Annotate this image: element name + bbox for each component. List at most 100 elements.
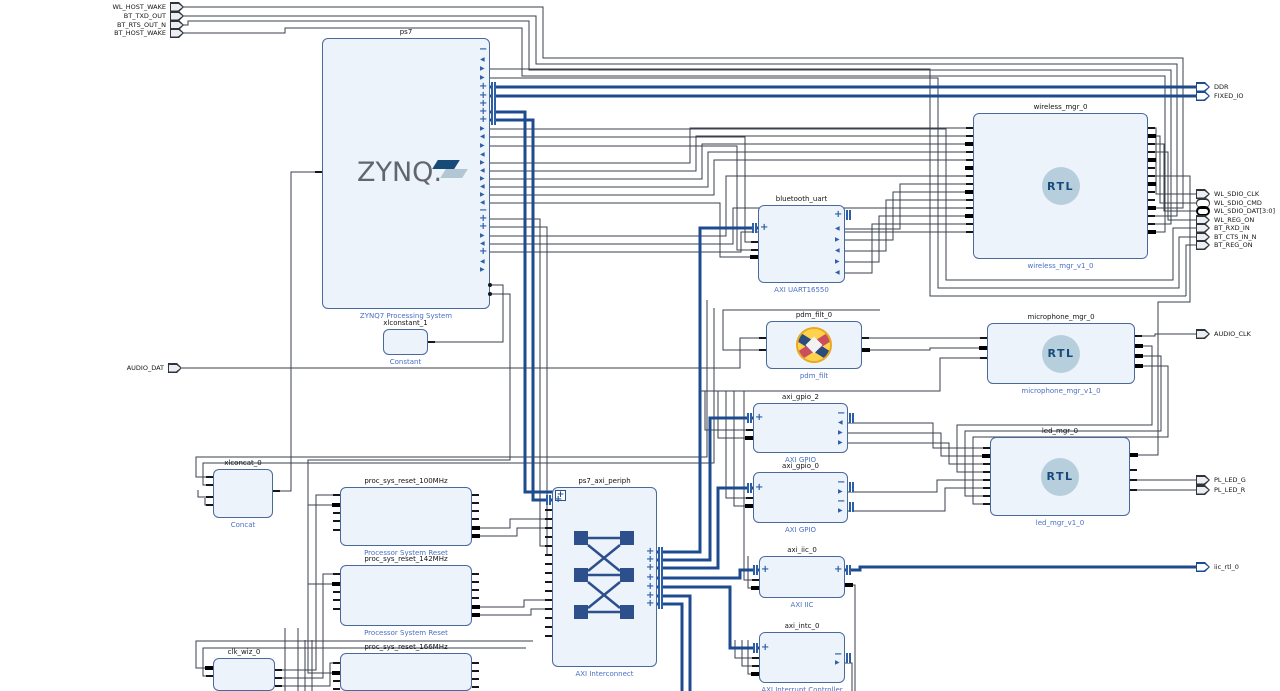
signal-wire[interactable]: [848, 487, 990, 512]
signal-wire[interactable]: [725, 391, 753, 499]
signal-wire[interactable]: [202, 308, 715, 486]
signal-wire[interactable]: [490, 207, 973, 245]
signal-wire[interactable]: [1148, 135, 1196, 204]
signal-wire[interactable]: [1130, 175, 1191, 456]
signal-wire[interactable]: [848, 479, 990, 493]
signal-wire[interactable]: [490, 127, 973, 164]
signal-wire[interactable]: [490, 135, 973, 172]
signal-wire[interactable]: [195, 640, 533, 669]
bus-wire[interactable]: [845, 565, 1196, 572]
bus-wire[interactable]: [657, 585, 759, 650]
signal-wire[interactable]: [1148, 143, 1196, 212]
signal-wire[interactable]: [490, 68, 1186, 297]
signal-wire[interactable]: [862, 347, 987, 351]
pin-expand-icon[interactable]: +: [479, 114, 488, 125]
signal-wire[interactable]: [472, 518, 552, 529]
pin-expand-icon[interactable]: +: [646, 572, 655, 583]
signal-wire[interactable]: [490, 145, 758, 251]
signal-wire[interactable]: [704, 391, 753, 431]
pin-expand-icon[interactable]: +: [760, 222, 769, 233]
signal-wire[interactable]: [490, 218, 552, 547]
pin-collapse-icon[interactable]: −: [834, 649, 843, 660]
pin-expand-icon[interactable]: +: [646, 554, 655, 565]
signal-wire[interactable]: [275, 573, 340, 679]
signal-wire[interactable]: [845, 584, 856, 691]
pin-expand-icon[interactable]: +: [761, 642, 770, 653]
external-port[interactable]: [1196, 91, 1210, 101]
signal-wire[interactable]: [964, 355, 1162, 497]
external-port[interactable]: [1196, 206, 1210, 216]
external-port[interactable]: [1196, 232, 1210, 242]
pin-expand-icon[interactable]: +: [479, 106, 488, 117]
pin-collapse-icon[interactable]: −: [837, 408, 846, 419]
pin-collapse-icon[interactable]: −: [837, 496, 846, 507]
ip-block-clk_wiz_0[interactable]: clk_wiz_0: [213, 648, 275, 691]
external-port[interactable]: [1196, 215, 1210, 225]
expand-plus-icon[interactable]: +: [555, 490, 566, 501]
signal-wire[interactable]: [182, 27, 1166, 233]
external-port[interactable]: [1196, 475, 1210, 485]
signal-wire[interactable]: [195, 300, 708, 478]
external-port[interactable]: [170, 28, 184, 38]
pin-collapse-icon[interactable]: −: [479, 205, 488, 216]
signal-wire[interactable]: [845, 215, 973, 263]
external-port[interactable]: [1196, 223, 1210, 233]
signal-wire[interactable]: [845, 199, 973, 252]
external-port[interactable]: [1196, 82, 1210, 92]
signal-wire[interactable]: [490, 226, 552, 556]
pin-collapse-icon[interactable]: −: [479, 44, 488, 55]
signal-wire[interactable]: [472, 608, 552, 616]
external-port[interactable]: [170, 20, 184, 30]
signal-wire[interactable]: [1185, 244, 1196, 296]
pin-expand-icon[interactable]: +: [479, 246, 488, 257]
signal-wire[interactable]: [717, 391, 753, 439]
external-port[interactable]: [168, 363, 182, 373]
signal-wire[interactable]: [700, 357, 987, 392]
signal-wire[interactable]: [182, 337, 766, 369]
signal-wire[interactable]: [845, 662, 853, 691]
signal-wire[interactable]: [490, 159, 973, 196]
pin-expand-icon[interactable]: +: [479, 81, 488, 92]
signal-wire[interactable]: [490, 151, 973, 188]
signal-wire[interactable]: [845, 223, 973, 274]
pin-expand-icon[interactable]: +: [479, 213, 488, 224]
signal-wire[interactable]: [1135, 333, 1196, 337]
signal-wire[interactable]: [307, 293, 511, 674]
signal-wire[interactable]: [490, 77, 1196, 289]
bus-wire[interactable]: [657, 226, 758, 554]
signal-wire[interactable]: [490, 175, 973, 237]
signal-wire[interactable]: [275, 494, 340, 671]
signal-wire[interactable]: [428, 284, 504, 343]
external-port[interactable]: [1196, 240, 1210, 250]
external-port[interactable]: [1196, 562, 1210, 572]
bus-wire[interactable]: [657, 486, 753, 570]
pin-collapse-icon[interactable]: −: [837, 477, 846, 488]
external-port[interactable]: [1196, 189, 1210, 199]
signal-wire[interactable]: [490, 128, 1196, 281]
pin-expand-icon[interactable]: +: [761, 564, 770, 575]
signal-wire[interactable]: [490, 231, 973, 253]
pin-expand-icon[interactable]: +: [646, 581, 655, 592]
pin-expand-icon[interactable]: +: [834, 209, 843, 220]
external-port[interactable]: [170, 2, 184, 12]
bus-wire[interactable]: [657, 594, 692, 691]
ip-block-proc_sys_reset_166MHz[interactable]: proc_sys_reset_166MHz: [340, 643, 472, 691]
signal-wire[interactable]: [182, 20, 1172, 225]
external-port[interactable]: [1196, 198, 1210, 208]
signal-wire[interactable]: [490, 202, 758, 258]
signal-wire[interactable]: [734, 640, 759, 659]
pin-expand-icon[interactable]: +: [755, 412, 764, 423]
bus-wire[interactable]: [490, 110, 556, 494]
